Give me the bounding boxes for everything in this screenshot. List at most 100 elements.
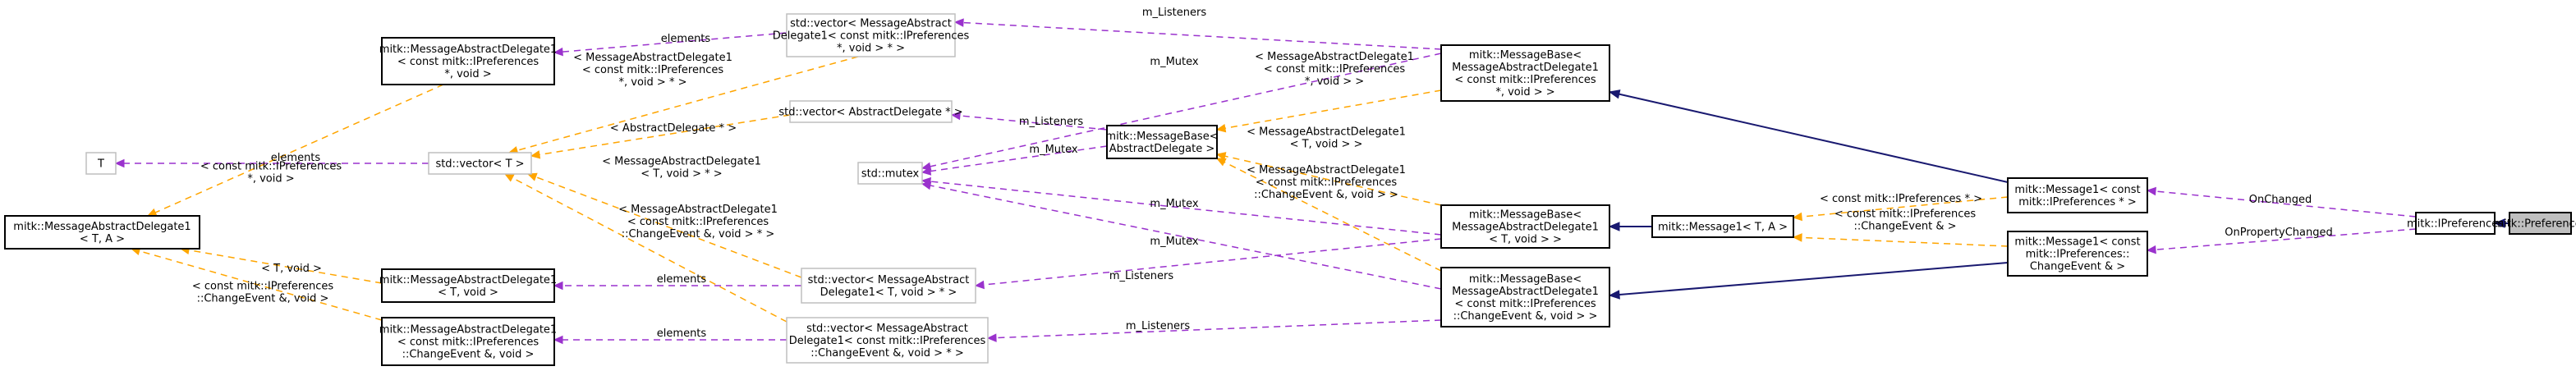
edge-mem-vectvoid-msgbasetvoid — [974, 238, 1442, 290]
edge-label-tpl_msgbase_tvoid: < MessageAbstractDelegate1< T, void > > — [1247, 126, 1406, 151]
node-box-vec-prefs — [786, 13, 956, 57]
node-msgbase-change[interactable]: mitk::MessageBase<MessageAbstractDelegat… — [1440, 267, 1610, 327]
edge-label-listeners_ad: m_Listeners — [1019, 116, 1083, 128]
edge-inh-msg1ta-msgbasetvoid-arrowhead — [1608, 222, 1620, 231]
edge-line-tpl-vect-vectvoid — [527, 173, 802, 278]
edge-mem-msg1change-iprefs-arrowhead — [2146, 245, 2156, 254]
edge-label-listeners_tvoid: m_Listeners — [1109, 270, 1173, 282]
edge-line-tpl-vect-vecchange — [504, 173, 787, 323]
edge-tpl-msgbasead-msgbaseprefs-arrowhead — [1215, 123, 1227, 133]
edge-mem-vecad-msgbasead-arrowhead — [950, 111, 961, 121]
node-box-mad-tvoid — [381, 268, 555, 303]
edge-mem-madtvoid-vectvoid-arrowhead — [553, 281, 563, 291]
edge-tpl-vect-vectvoid-arrowhead — [526, 172, 538, 181]
edge-line-mem-vecchange-msgbasechange — [987, 319, 1442, 339]
edge-inh-msg1ta-msgbasetvoid — [1608, 222, 1652, 231]
edge-line-mem-mutex-msgbaseprefs — [921, 53, 1442, 169]
edge-line-mem-mutex-msgbasetvoid — [921, 180, 1442, 236]
edges-layer — [114, 18, 2509, 345]
node-msgbase-prefs[interactable]: mitk::MessageBase<MessageAbstractDelegat… — [1440, 44, 1610, 102]
edge-tpl-vect-vecad — [530, 114, 791, 159]
edge-label-tpl_msg1_prefs: < const mitk::IPreferences * > — [1820, 193, 1982, 205]
node-box-vec-tvoid — [801, 268, 976, 304]
edge-tpl-msgbasead-msgbasechange — [1215, 158, 1442, 272]
edge-mem-t-vect-arrowhead — [114, 158, 125, 168]
node-label-mad-prefs: mitk::MessageAbstractDelegate1< const mi… — [379, 44, 557, 80]
node-mad-tvoid[interactable]: mitk::MessageAbstractDelegate1< T, void … — [379, 268, 557, 303]
node-vec-ad: std::vector< AbstractDelegate * > — [778, 100, 963, 123]
node-msg1-ta[interactable]: mitk::Message1< T, A > — [1651, 215, 1794, 238]
edge-line-tpl-madta-madprefs — [147, 84, 444, 217]
node-label-prefs: mitk::Preferences — [2493, 218, 2576, 231]
edge-tpl-msg1ta-msg1prefs-arrowhead — [1792, 212, 1802, 222]
node-box-mutex — [857, 162, 923, 185]
edge-label-tpl_mad_prefs: < const mitk::IPreferences*, void > — [200, 161, 342, 186]
edge-mem-t-vect — [114, 158, 429, 168]
edge-mem-madprefs-vecprefs-arrowhead — [553, 47, 563, 57]
edge-label-onchanged: OnChanged — [2249, 194, 2312, 206]
edge-mem-vecprefs-msgbaseprefs-arrowhead — [953, 18, 964, 27]
edge-tpl-msg1ta-msg1change-arrowhead — [1792, 233, 1802, 242]
edge-mem-mutex-msgbasead-arrowhead — [921, 167, 932, 176]
edge-label-tpl_vec_change: < MessageAbstractDelegate1< const mitk::… — [618, 204, 778, 240]
edge-line-mem-vecad-msgbasead — [951, 114, 1108, 131]
edge-tpl-msgbasead-msgbasetvoid-arrowhead — [1215, 152, 1227, 161]
node-prefs: mitk::Preferences — [2493, 212, 2576, 235]
edge-label-elements_change: elements — [657, 327, 707, 340]
node-label-msgbase-ad: mitk::MessageBase<AbstractDelegate > — [1105, 131, 1218, 155]
edge-mem-vecad-msgbasead — [950, 111, 1108, 131]
edge-label-tpl_vec_tvoid: < MessageAbstractDelegate1< T, void > * … — [602, 156, 761, 181]
node-mad-change[interactable]: mitk::MessageAbstractDelegate1< const mi… — [379, 317, 557, 366]
edge-mem-mutex-msgbasechange-arrowhead — [921, 181, 932, 190]
edge-label-mutex_tvoid: m_Mutex — [1150, 198, 1198, 210]
edge-line-inh-msg1change-msgbasechange — [1609, 262, 2009, 296]
edge-line-mem-msg1change-iprefs — [2147, 228, 2417, 251]
edge-inh-iprefs-prefs-arrowhead — [2493, 218, 2505, 228]
edge-mem-madchange-vecchange — [553, 335, 787, 345]
edge-label-tpl_vec_ad: < AbstractDelegate * > — [610, 122, 737, 135]
edge-line-mem-mutex-msgbasechange — [921, 183, 1442, 290]
edge-label-elements_prefs: elements — [661, 33, 711, 45]
node-box-msg1-change — [2007, 231, 2148, 277]
edge-label-tpl_msgbase_prefs: < MessageAbstractDelegate1< const mitk::… — [1255, 51, 1414, 88]
node-label-msgbase-prefs: mitk::MessageBase<MessageAbstractDelegat… — [1452, 49, 1599, 98]
edge-tpl-msg1ta-msg1change — [1792, 233, 2009, 247]
node-msgbase-ad[interactable]: mitk::MessageBase<AbstractDelegate > — [1105, 125, 1219, 159]
edge-line-tpl-msgbasead-msgbasechange — [1216, 158, 1442, 272]
node-mad-prefs[interactable]: mitk::MessageAbstractDelegate1< const mi… — [379, 37, 557, 85]
node-label-msgbase-tvoid: mitk::MessageBase<MessageAbstractDelegat… — [1452, 209, 1599, 246]
node-label-mad-tvoid: mitk::MessageAbstractDelegate1< T, void … — [379, 274, 557, 299]
edge-line-mem-madprefs-vecprefs — [553, 32, 787, 53]
edge-mem-madtvoid-vectvoid — [553, 281, 801, 291]
edge-label-tpl_mad_change: < const mitk::IPreferences::ChangeEvent … — [192, 281, 334, 305]
node-box-msgbase-ad — [1106, 125, 1218, 159]
edge-mem-msg1prefs-iprefs — [2146, 186, 2417, 218]
node-t: T — [85, 152, 117, 175]
edge-tpl-msg1ta-msg1prefs — [1792, 196, 2009, 222]
node-msgbase-tvoid[interactable]: mitk::MessageBase<MessageAbstractDelegat… — [1440, 204, 1610, 249]
node-vec-t: std::vector< T > — [428, 152, 532, 175]
node-mad-ta[interactable]: mitk::MessageAbstractDelegate1< T, A > — [4, 215, 200, 250]
edge-tpl-msgbasead-msgbasechange-arrowhead — [1215, 158, 1227, 167]
node-label-mutex: std::mutex — [861, 168, 920, 181]
node-box-mad-prefs — [381, 37, 555, 85]
node-box-vec-ad — [789, 100, 953, 123]
edge-label-mutex_change: m_Mutex — [1150, 236, 1198, 248]
edge-mem-madchange-vecchange-arrowhead — [553, 335, 563, 345]
nodes-layer: mitk::Preferencesmitk::IPreferencesmitk:… — [4, 13, 2576, 366]
edge-label-tpl_vec_prefs: < MessageAbstractDelegate1< const mitk::… — [573, 52, 732, 89]
node-mutex: std::mutex — [857, 162, 923, 185]
edge-line-tpl-madta-madchange — [131, 248, 383, 321]
edge-inh-msg1change-msgbasechange — [1608, 262, 2009, 300]
edge-label-listeners_prefs: m_Listeners — [1142, 7, 1206, 19]
node-iprefs[interactable]: mitk::IPreferences — [2407, 212, 2504, 235]
